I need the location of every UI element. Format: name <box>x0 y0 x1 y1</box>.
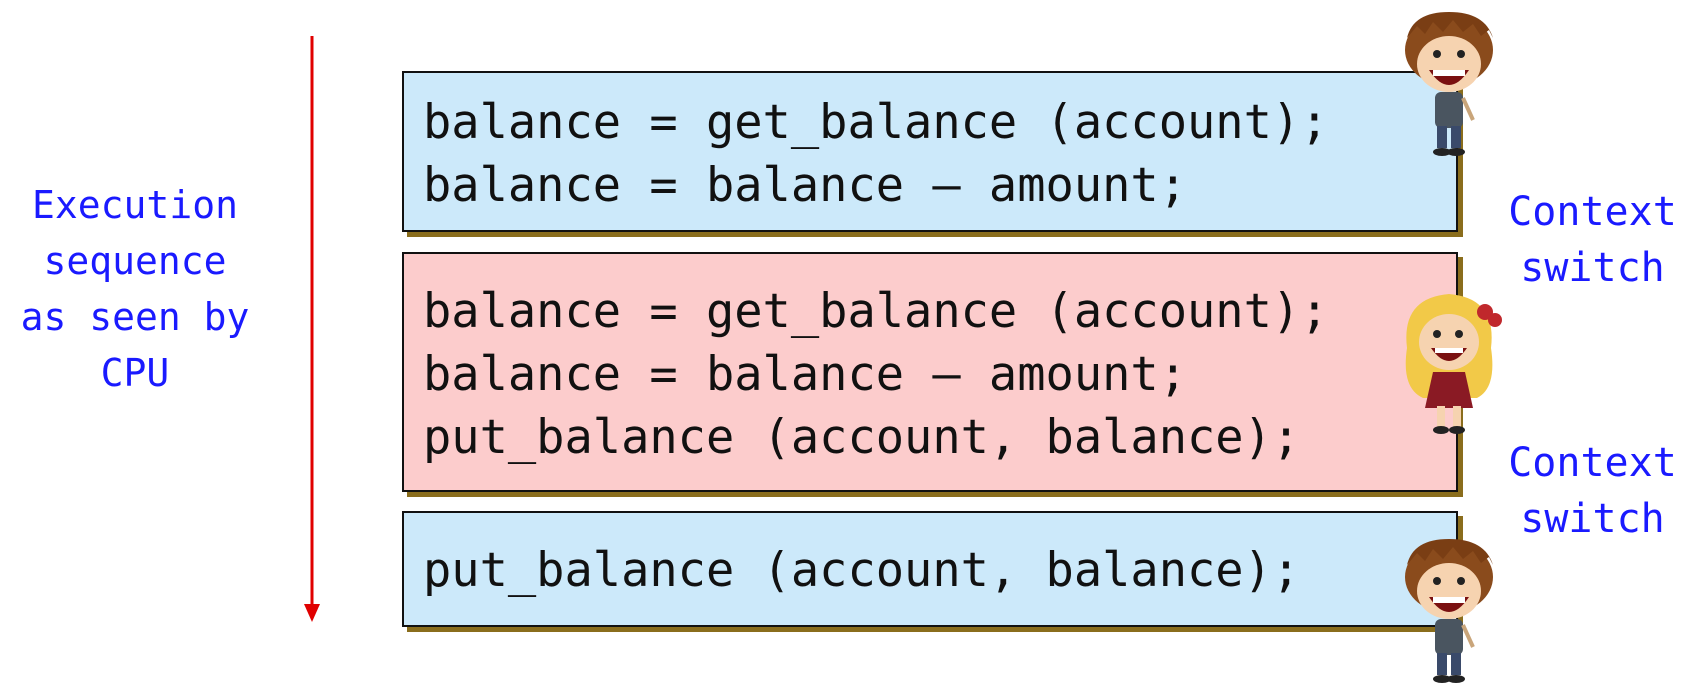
context-switch-label: Context switch <box>1500 184 1685 296</box>
context-switch-line: switch <box>1520 496 1665 542</box>
code-block-process-2: balance = get_balance (account); balance… <box>402 252 1458 492</box>
execution-label-line: as seen by <box>20 295 250 339</box>
context-switch-line: Context <box>1508 440 1677 486</box>
boy-character-icon <box>1405 539 1493 683</box>
code-block-process-1-first: balance = get_balance (account); balance… <box>402 71 1458 232</box>
execution-order-arrow <box>304 36 320 622</box>
code-line: balance = get_balance (account); <box>423 284 1329 339</box>
girl-character-icon <box>1405 294 1502 434</box>
code-block-process-1-second: put_balance (account, balance); <box>402 511 1458 627</box>
execution-sequence-label: Execution sequence as seen by CPU <box>0 177 270 401</box>
code-line: balance = get_balance (account); <box>423 95 1329 150</box>
code-line: balance = balance – amount; <box>423 158 1188 213</box>
boy-character-icon <box>1405 12 1493 156</box>
context-switch-line: Context <box>1508 189 1677 235</box>
code-line: balance = balance – amount; <box>423 347 1188 402</box>
execution-label-line: CPU <box>100 351 170 395</box>
context-switch-label: Context switch <box>1500 435 1685 547</box>
context-switch-line: switch <box>1520 245 1665 291</box>
execution-label-line: sequence <box>43 239 227 283</box>
code-line: put_balance (account, balance); <box>423 543 1301 598</box>
execution-label-line: Execution <box>32 183 238 227</box>
code-line: put_balance (account, balance); <box>423 410 1301 465</box>
